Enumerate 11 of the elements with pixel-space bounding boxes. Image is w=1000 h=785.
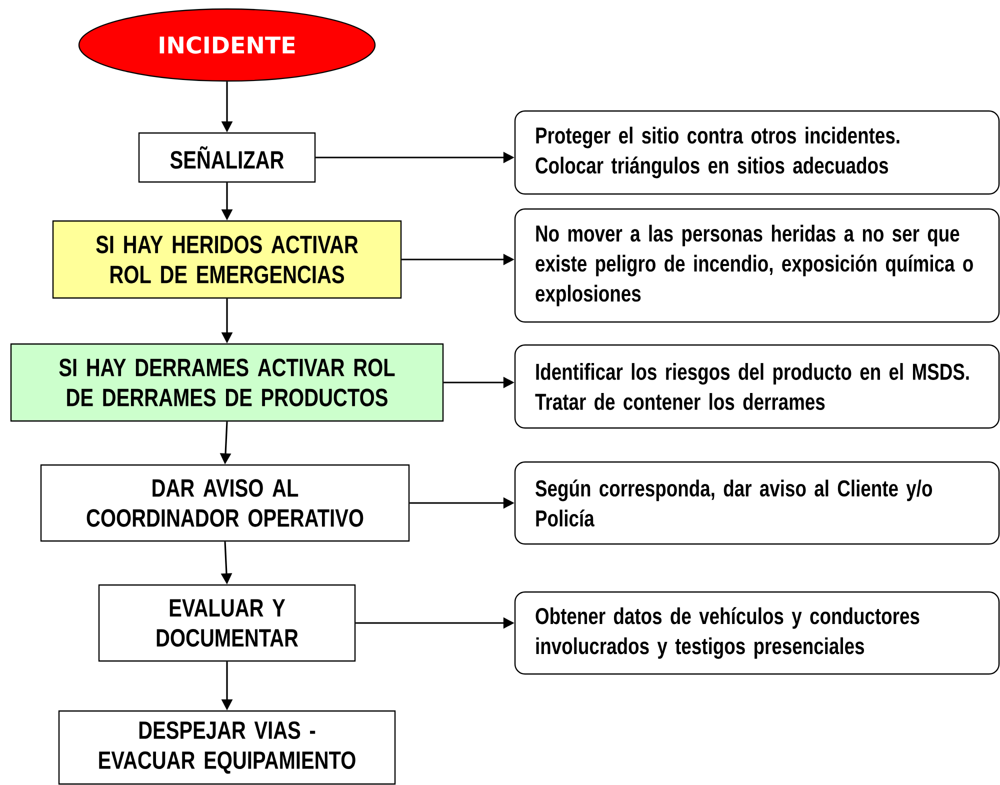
process-box: SI HAY HERIDOS ACTIVAR ROL DE EMERGENCIAS xyxy=(52,220,402,299)
note-box: Obtener datos de vehículos y conductores involucrados y testigos presenciales xyxy=(514,591,1000,675)
note-box: Proteger el sitio contra otros incidentes. Colocar triángulos en sitios adecuados xyxy=(514,110,1000,195)
process-box: SI HAY DERRAMES ACTIVAR ROL DE DERRAMES DE PRODUCTOS xyxy=(10,343,444,422)
process-box: DESPEJAR VIAS - EVACUAR EQUIPAMIENTO xyxy=(58,710,396,785)
note-box: No mover a las personas heridas a no ser que existe peligro de incendio, exposición química o explosiones xyxy=(514,208,1000,323)
note-box: Según corresponda, dar aviso al Cliente y/o Policía xyxy=(514,461,1000,545)
note-box: Identificar los riesgos del producto en el MSDS. Tratar de contener los derrames xyxy=(514,344,1000,429)
process-box: SEÑALIZAR xyxy=(138,132,316,183)
process-box: DAR AVISO AL COORDINADOR OPERATIVO xyxy=(40,464,410,542)
process-box: EVALUAR Y DOCUMENTAR xyxy=(98,584,356,662)
